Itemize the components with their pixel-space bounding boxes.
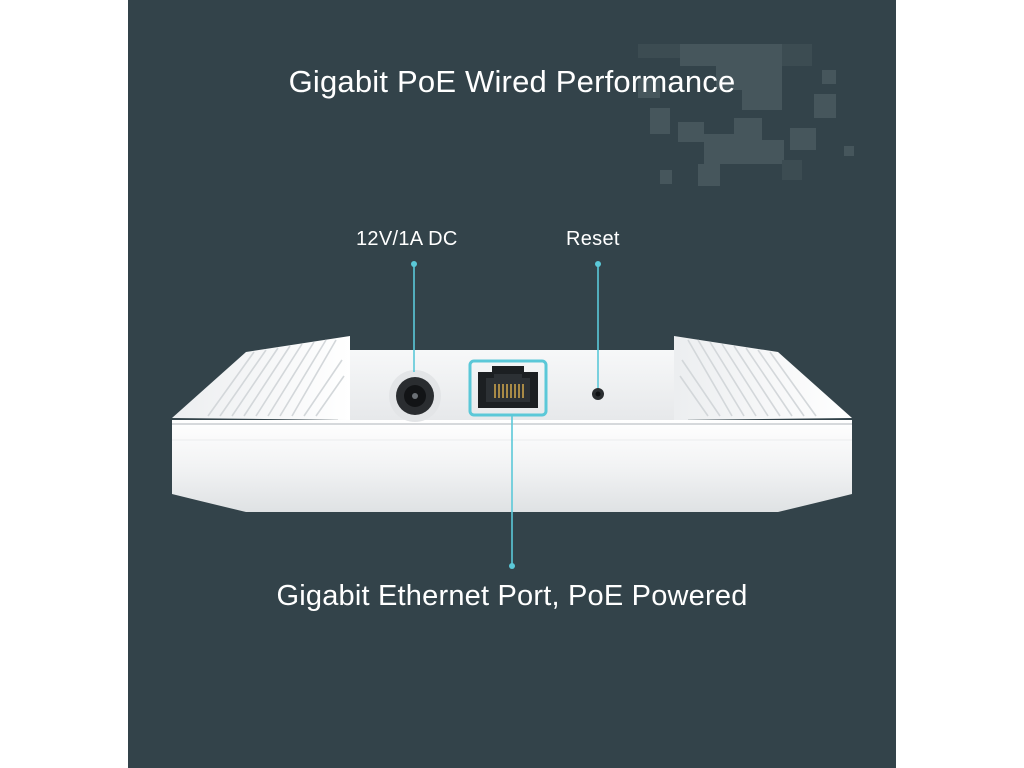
access-point-device [172, 261, 852, 569]
rj45-port-icon [468, 359, 548, 417]
dc-power-label: 12V/1A DC [356, 228, 458, 250]
reset-label: Reset [566, 228, 620, 250]
right-vent-wing [674, 336, 852, 420]
reset-pinhole-icon [592, 388, 604, 400]
product-panel: Gigabit PoE Wired Performance 12V/1A DC … [128, 0, 896, 768]
dc-jack-icon [389, 370, 441, 422]
callout-lines [411, 261, 601, 569]
headline: Gigabit PoE Wired Performance [288, 64, 736, 99]
left-vent-wing [172, 336, 350, 420]
ethernet-port-label: Gigabit Ethernet Port, PoE Powered [276, 580, 748, 612]
pixel-pattern-decoration [638, 44, 854, 186]
